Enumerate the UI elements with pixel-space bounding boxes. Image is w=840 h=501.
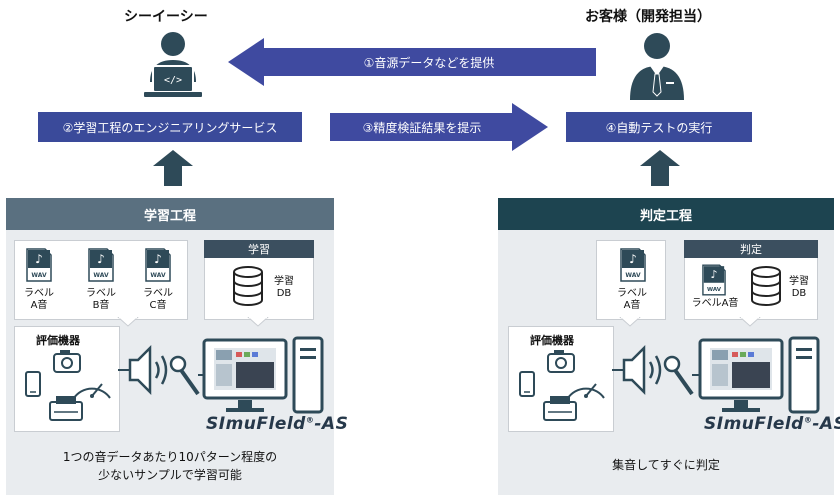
microphone-icon xyxy=(663,355,694,396)
test-file-card-pointer xyxy=(619,317,641,327)
simufield-pc-icon-right xyxy=(698,336,820,414)
speaker-icon xyxy=(622,344,646,396)
svg-text:♪: ♪ xyxy=(97,252,105,266)
wav-label-a: ラベル A音 xyxy=(24,288,54,311)
camera-icon xyxy=(53,350,81,373)
files-card-pointer xyxy=(117,317,139,327)
camera-icon xyxy=(547,350,575,373)
printer-icon xyxy=(49,396,83,421)
provide-data-label: ①音源データなどを提供 xyxy=(363,55,495,70)
tower-icon xyxy=(788,336,820,414)
wav-file-c: ♪ WAV xyxy=(145,248,171,286)
svg-text:WAV: WAV xyxy=(707,287,722,293)
svg-text:♪: ♪ xyxy=(35,252,43,266)
judgement-panel-header: 判定工程 xyxy=(498,198,834,230)
wav-file-db: ♪ WAV xyxy=(702,264,726,300)
wav-label-b: ラベル B音 xyxy=(86,288,116,311)
database-icon xyxy=(751,266,781,306)
wav-file-a: ♪ WAV xyxy=(26,248,52,286)
db-card-pointer xyxy=(247,317,269,327)
device-title-right: 評価機器 xyxy=(530,334,574,347)
sound-waves-icon xyxy=(154,355,168,385)
monitor-icon xyxy=(202,338,288,412)
right-actor-name: お客様（開発担当） xyxy=(585,9,711,25)
wav-file-icon: ♪ WAV xyxy=(702,264,726,296)
monitor-icon xyxy=(698,338,784,412)
learning-db-label: 学習 DB xyxy=(274,276,294,299)
judgement-db-label: 学習 DB xyxy=(789,276,809,299)
tower-icon xyxy=(292,336,324,414)
svg-text:♪: ♪ xyxy=(154,252,162,266)
simufield-pc-icon xyxy=(202,336,324,414)
wav-file-b: ♪ WAV xyxy=(88,248,114,286)
device-title: 評価機器 xyxy=(36,334,80,347)
learning-db-header: 学習 xyxy=(204,240,314,258)
svg-text:WAV: WAV xyxy=(31,272,47,279)
device-card xyxy=(14,326,120,432)
judgement-db-header: 判定 xyxy=(684,240,818,258)
wav-file-icon: ♪ WAV xyxy=(620,248,646,282)
device-card-right xyxy=(508,326,614,432)
customer-person-icon xyxy=(630,33,684,100)
present-results-arrow xyxy=(330,103,548,151)
wav-file-icon: ♪ WAV xyxy=(145,248,171,282)
printer-icon xyxy=(543,396,577,421)
device-icons-right xyxy=(519,350,605,421)
up-arrow-left xyxy=(153,150,193,186)
simufield-brand-right: SImuFleld®-AS xyxy=(704,414,840,434)
phone-icon xyxy=(25,371,41,397)
wav-label-c: ラベル C音 xyxy=(143,288,173,311)
database-icon xyxy=(233,266,263,306)
svg-text:WAV: WAV xyxy=(93,272,109,279)
mic-cable-right xyxy=(692,374,702,376)
gauge-icon xyxy=(73,383,111,399)
speaker-icon xyxy=(128,344,152,396)
microphone-icon xyxy=(169,355,200,396)
wav-label-test: ラベル A音 xyxy=(617,288,647,311)
wav-label-db: ラベルA音 xyxy=(691,298,739,309)
device-icons xyxy=(25,350,111,421)
judgement-caption: 集音してすぐに判定 xyxy=(612,458,720,472)
sound-waves-icon xyxy=(648,355,662,385)
speaker-mic-icons xyxy=(118,344,200,396)
svg-text:♪: ♪ xyxy=(629,252,637,266)
learning-panel-header: 学習工程 xyxy=(6,198,334,230)
wav-file-icon: ♪ WAV xyxy=(26,248,52,282)
gauge-icon xyxy=(567,383,605,399)
learning-caption: 1つの音データあたり10パターン程度の 少ないサンプルで学習可能 xyxy=(62,450,278,482)
wav-file-icon: ♪ WAV xyxy=(88,248,114,282)
svg-text:WAV: WAV xyxy=(150,272,166,279)
svg-text:WAV: WAV xyxy=(625,272,641,279)
present-results-label: ③精度検証結果を提示 xyxy=(362,120,482,135)
simufield-brand: SImuFleld®-AS xyxy=(206,414,349,434)
step-auto-test: ④自動テストの実行 xyxy=(566,112,752,142)
svg-text:</>: </> xyxy=(164,75,182,86)
svg-text:♪: ♪ xyxy=(710,268,717,281)
provide-data-arrow xyxy=(228,38,596,86)
speaker-mic-icons-right xyxy=(612,344,694,396)
step-engineering-service: ②学習工程のエンジニアリングサービス xyxy=(38,112,302,142)
judgement-db-card-pointer xyxy=(739,317,761,327)
left-actor-name: シーイーシー xyxy=(124,9,208,25)
engineer-laptop-icon: </> xyxy=(144,32,202,97)
phone-icon xyxy=(519,371,535,397)
up-arrow-right xyxy=(640,150,680,186)
wav-file-test: ♪ WAV xyxy=(620,248,646,286)
